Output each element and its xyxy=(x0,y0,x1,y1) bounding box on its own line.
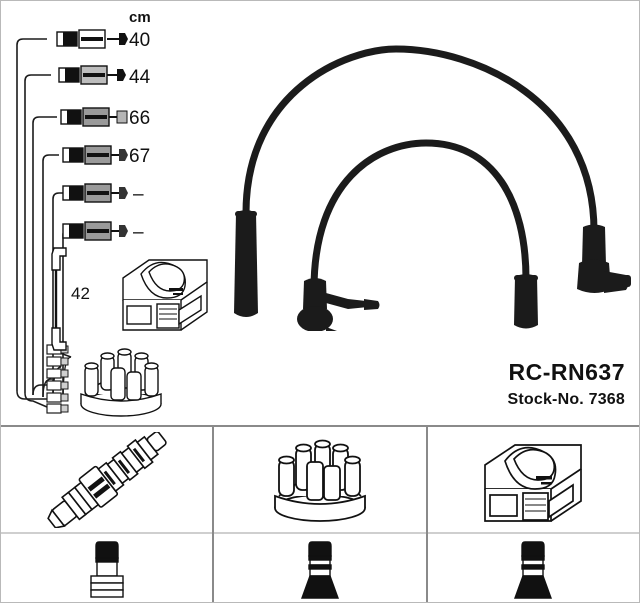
unit-header-cm: cm xyxy=(129,9,151,26)
length-value-1: 40 xyxy=(129,30,151,51)
length-value-6: – xyxy=(133,222,144,243)
panel-spark-plug xyxy=(1,427,213,602)
length-value-4: 67 xyxy=(129,146,151,167)
panel-spark-plug-bottom xyxy=(1,534,212,602)
product-name: RC-RN637 xyxy=(508,359,625,385)
length-value-2: 44 xyxy=(129,67,151,88)
panel-distributor-cap-bottom xyxy=(214,534,425,602)
ignition-coil-drawing xyxy=(122,259,208,331)
panel-ignition-coil-bottom xyxy=(428,534,639,602)
length-value-5: – xyxy=(133,184,144,205)
legend-panel-row xyxy=(1,425,639,602)
distributor-cap-drawing xyxy=(80,348,162,417)
panel-distributor-cap xyxy=(212,427,426,602)
panel-ignition-coil xyxy=(425,427,639,602)
length-label-42: 42 xyxy=(71,284,90,303)
cap-boot-icon xyxy=(300,541,339,599)
product-stock-number: Stock-No. 7368 xyxy=(507,391,625,408)
panel-ignition-coil-top xyxy=(427,427,639,534)
panel-spark-plug-top xyxy=(1,427,213,534)
distributor-cap-icon xyxy=(274,439,366,522)
length-value-3: 66 xyxy=(129,108,151,129)
plug-boot-straight-icon xyxy=(89,541,124,598)
short-cable-42-drawing xyxy=(51,247,67,351)
panel-distributor-cap-top xyxy=(214,427,426,534)
coil-boot-icon xyxy=(514,541,553,599)
upper-diagram-area: 42 xyxy=(1,1,639,425)
ignition-coil-icon xyxy=(484,443,583,522)
wire-harness-drawing xyxy=(16,29,128,414)
ignition-cable-pair-photo xyxy=(234,45,631,331)
spark-plug-icon xyxy=(46,431,167,528)
